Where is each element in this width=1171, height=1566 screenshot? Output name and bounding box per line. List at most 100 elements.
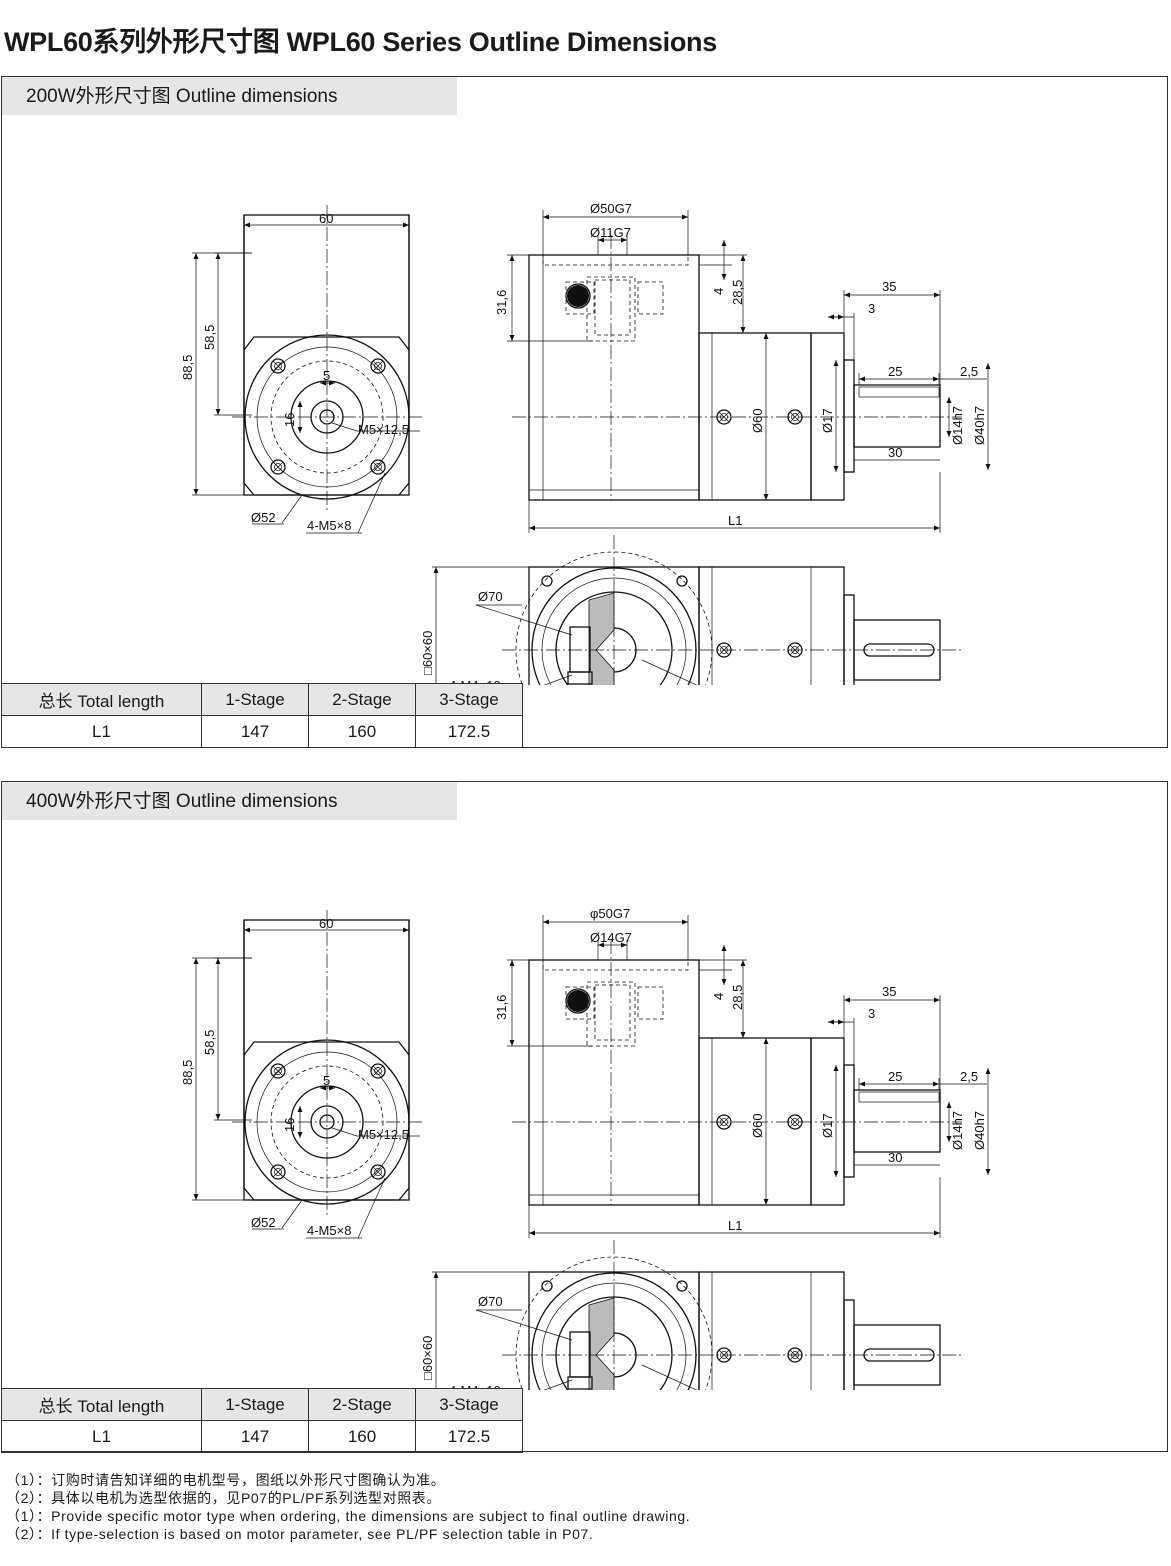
dimension-label: Ø50G7 — [590, 201, 632, 216]
drawing-circle — [370, 459, 386, 475]
drawing-circle — [791, 413, 799, 421]
drawing-rect — [843, 359, 855, 473]
note-line: （1）：订购时请告知详细的电机型号，图纸以外形尺寸图确认为准。 — [6, 1472, 446, 1488]
drawing-circle — [716, 1114, 732, 1130]
dimension-label: φ50G7 — [590, 906, 630, 921]
dimension-label: 35 — [882, 279, 896, 294]
drawing-line — [331, 1127, 358, 1137]
arrow-head — [598, 942, 627, 948]
drawing-circle — [370, 358, 386, 374]
drawing-line — [718, 1116, 730, 1128]
dimension-label: 35 — [882, 984, 896, 999]
flange-outline — [243, 336, 410, 496]
drawing-circle — [270, 1164, 286, 1180]
cross-section-hatch — [588, 1297, 615, 1390]
dimension-label: □60×60 — [420, 631, 435, 675]
drawing-rect — [542, 959, 689, 971]
drawing-rect — [567, 671, 593, 685]
drawing-line — [357, 1177, 386, 1239]
dimension-label: Ø14h7 — [950, 1111, 965, 1150]
table-header-cell: 总长 Total length — [1, 683, 202, 716]
drawing-rect — [853, 384, 941, 448]
drawing-line — [475, 604, 573, 636]
dimension-label: 5 — [323, 1073, 330, 1088]
table-header-cell: 1-Stage — [201, 1388, 309, 1421]
drawing-rect — [858, 1091, 940, 1103]
drawing-line — [718, 1349, 730, 1361]
drawing-line — [272, 360, 284, 372]
drawing-circle — [565, 283, 591, 309]
dimension-label: Ø14h7 — [950, 406, 965, 445]
dimension-label: Ø17 — [820, 408, 835, 433]
drawing-rect — [594, 984, 631, 1041]
table-cell: 160 — [308, 1420, 416, 1453]
dimension-label: Ø60 — [750, 1113, 765, 1138]
drawing-line — [641, 1364, 698, 1390]
drawing-rect — [637, 281, 664, 315]
drawing-line — [372, 461, 384, 473]
dimension-label: Ø14G7 — [590, 930, 632, 945]
dimension-label: 58,5 — [202, 325, 217, 350]
drawing-circle — [716, 409, 732, 425]
drawing-circle — [716, 642, 732, 658]
drawing-line — [331, 422, 358, 432]
dimension-label: 4 — [711, 993, 726, 1000]
drawing-circle — [374, 1168, 382, 1176]
length-table: 总长 Total length 1-Stage 2-Stage 3-Stage … — [1, 683, 523, 748]
drawing-circle — [374, 1067, 382, 1075]
table-cell: 147 — [201, 715, 309, 748]
drawing-rect — [843, 1064, 855, 1178]
dimension-label: 25 — [888, 1069, 902, 1084]
arrow-head — [433, 1272, 439, 1278]
dimension-label: 3 — [868, 1006, 875, 1021]
drawing-rect — [565, 986, 595, 1020]
drawing-rect — [637, 986, 664, 1020]
arrow-head — [320, 1085, 335, 1091]
dimension-label: M5×12,5 — [358, 422, 409, 437]
dimension-label: 60 — [319, 916, 333, 931]
dimension-label: 31,6 — [494, 290, 509, 315]
drawing-line — [543, 1379, 573, 1390]
dimension-label: Ø17 — [820, 1113, 835, 1138]
drawing-svg: 6088,558,5516M5×12,5Ø524-M5×8Ø50G7Ø11G73… — [180, 201, 991, 685]
drawing-circle — [274, 1067, 282, 1075]
drawing-circle — [787, 1347, 803, 1363]
drawing-circle — [676, 575, 688, 587]
drawing-line — [372, 360, 384, 372]
dimension-label: M5×12,5 — [358, 1127, 409, 1142]
drawing-circle — [374, 463, 382, 471]
cross-section-hatch — [588, 592, 615, 685]
arrow-head — [320, 380, 335, 386]
dimension-label: 2,5 — [960, 1069, 978, 1084]
drawing-rect — [843, 594, 855, 685]
dimension-label: 31,6 — [494, 995, 509, 1020]
panel-header: 400W外形尺寸图 Outline dimensions — [2, 782, 457, 820]
length-table: 总长 Total length 1-Stage 2-Stage 3-Stage … — [1, 1388, 523, 1453]
dimension-label: 4-M5×8 — [307, 1223, 351, 1238]
dimension-label: 4-M4×10 — [449, 1383, 501, 1390]
drawing-rect — [698, 566, 845, 685]
drawing-circle — [720, 646, 728, 654]
note-line: （2）：具体以电机为选型依据的，见P07的PL/PF系列选型对照表。 — [6, 1490, 441, 1506]
note-line: （1）：Provide specific motor type when ord… — [6, 1508, 691, 1524]
drawing-circle — [791, 1351, 799, 1359]
drawing-rect — [567, 1376, 593, 1390]
plug-icon — [567, 990, 589, 1012]
dimension-label: Ø70 — [478, 1294, 503, 1309]
dimension-label: 28,5 — [730, 985, 745, 1010]
drawing-circle — [791, 1118, 799, 1126]
drawing-circle — [370, 1063, 386, 1079]
panel-header: 200W外形尺寸图 Outline dimensions — [2, 77, 457, 115]
drawing-line — [281, 1199, 303, 1229]
dimension-label: L1 — [728, 1218, 742, 1233]
drawing-line — [789, 1116, 801, 1128]
drawing-rect — [569, 626, 591, 673]
dimension-label: 25 — [888, 364, 902, 379]
dimension-label: 88,5 — [180, 355, 195, 380]
arrow-head — [828, 1019, 844, 1025]
dimension-label: 88,5 — [180, 1060, 195, 1085]
drawing-rect — [542, 254, 689, 266]
